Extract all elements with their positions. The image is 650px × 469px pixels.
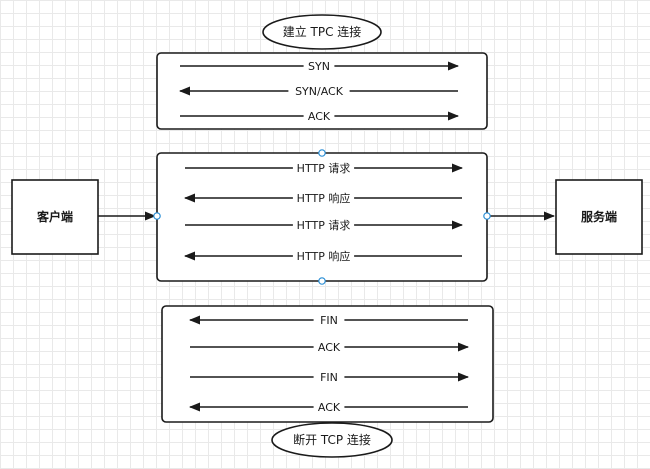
handshake-label-bg-2 (288, 84, 350, 98)
exchange-label-2: HTTP 响应 (297, 191, 351, 205)
teardown-label-bg-2 (313, 340, 345, 354)
handshake-label-3: ACK (308, 110, 331, 123)
exchange-label-3: HTTP 请求 (297, 219, 351, 232)
teardown-label-bg-4 (313, 400, 345, 414)
teardown-label-3: FIN (320, 371, 338, 384)
client-node (11, 179, 99, 255)
handshake-label-1: SYN (308, 60, 330, 73)
port-right[interactable] (483, 212, 491, 220)
exchange-label-1: HTTP 请求 (297, 162, 351, 175)
exchange-label-4: HTTP 响应 (297, 249, 351, 263)
disconnect-label: 断开 TCP 连接 (293, 432, 371, 447)
port-top[interactable] (318, 149, 326, 157)
teardown-label-1: FIN (320, 314, 338, 327)
exchange-label-bg-4 (292, 249, 355, 263)
port-left[interactable] (153, 212, 161, 220)
teardown-label-bg-3 (313, 370, 345, 384)
exchange-arrows: HTTP 请求 HTTP 响应 HTTP 请求 HTTP 响应 (183, 161, 464, 263)
client-label: 客户端 (36, 209, 73, 224)
connect-ellipse (262, 14, 382, 50)
teardown-label-bg-1 (313, 313, 345, 327)
exchange-label-bg-1 (292, 161, 355, 175)
handshake-label-bg-3 (303, 109, 335, 123)
teardown-box (161, 305, 494, 423)
teardown-arrows: FIN ACK FIN ACK (188, 313, 470, 414)
exchange-label-bg-2 (292, 191, 355, 205)
connect-label: 建立 TPC 连接 (283, 24, 362, 39)
server-label: 服务端 (581, 209, 617, 224)
teardown-label-4: ACK (318, 401, 341, 414)
port-bottom[interactable] (318, 277, 326, 285)
handshake-label-bg-1 (303, 59, 335, 73)
exchange-label-bg-3 (292, 218, 355, 232)
teardown-label-2: ACK (318, 341, 341, 354)
server-node (555, 179, 643, 255)
disconnect-ellipse (271, 422, 393, 458)
handshake-arrows: SYN SYN/ACK ACK (178, 59, 460, 123)
handshake-label-2: SYN/ACK (295, 85, 344, 98)
